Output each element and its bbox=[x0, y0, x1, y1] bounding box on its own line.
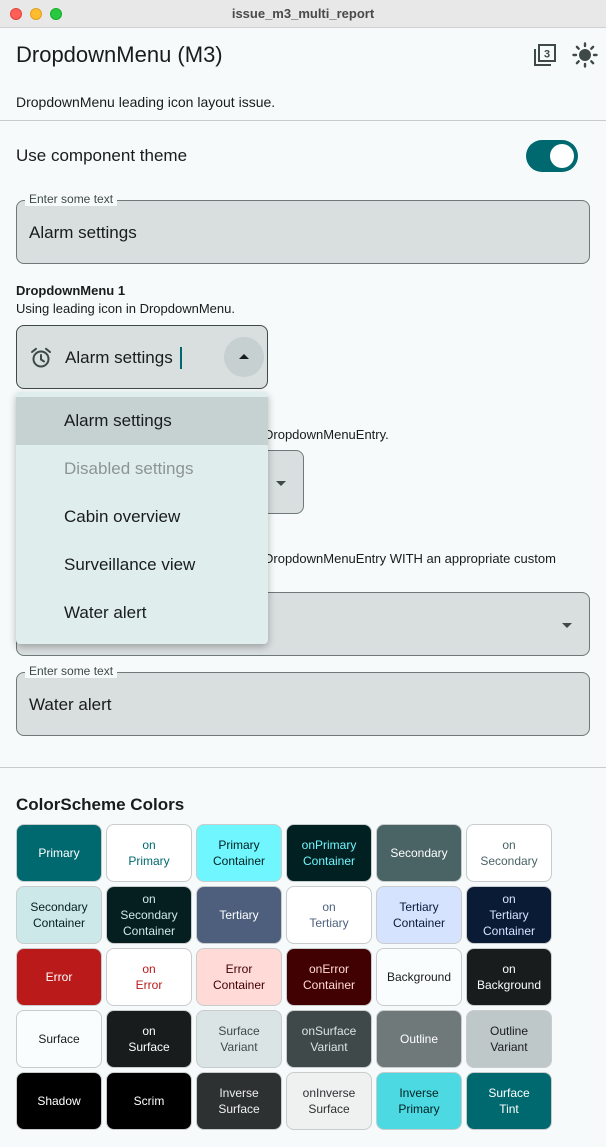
color-swatch: Surface bbox=[16, 1010, 102, 1068]
color-swatch: Secondary Container bbox=[16, 886, 102, 944]
page-title: DropdownMenu (M3) bbox=[16, 42, 223, 67]
color-scheme-title: ColorScheme Colors bbox=[16, 795, 185, 814]
dropdown-menu-1[interactable]: Alarm settings bbox=[16, 325, 268, 389]
page-subtitle: DropdownMenu leading icon layout issue. bbox=[16, 94, 276, 110]
color-swatch: onInverse Surface bbox=[286, 1072, 372, 1130]
color-swatch: onError Container bbox=[286, 948, 372, 1006]
arrow-drop-up-icon bbox=[239, 354, 249, 359]
color-swatch: on Background bbox=[466, 948, 552, 1006]
color-swatch: Scrim bbox=[106, 1072, 192, 1130]
color-swatch: on Tertiary bbox=[286, 886, 372, 944]
text-field-1-value: Alarm settings bbox=[29, 223, 137, 242]
dropdown2-description: DropdownMenuEntry. bbox=[264, 427, 389, 442]
menu-item-disabled-settings: Disabled settings bbox=[64, 459, 194, 478]
color-swatch: on Error bbox=[106, 948, 192, 1006]
alarm-icon bbox=[29, 346, 53, 370]
brightness-icon[interactable] bbox=[572, 42, 598, 68]
minimize-window-button[interactable] bbox=[30, 8, 42, 20]
text-field-2[interactable]: Enter some text Water alert bbox=[16, 664, 590, 736]
arrow-drop-down-icon bbox=[269, 471, 293, 495]
color-swatch: Primary bbox=[16, 824, 102, 882]
color-swatch: Tertiary Container bbox=[376, 886, 462, 944]
divider bbox=[0, 120, 606, 121]
use-component-theme-switch[interactable] bbox=[526, 140, 578, 172]
color-swatch: Outline bbox=[376, 1010, 462, 1068]
dropdown1-description: Using leading icon in DropdownMenu. bbox=[16, 301, 235, 316]
color-swatch: Shadow bbox=[16, 1072, 102, 1130]
filter-3-icon[interactable]: 3 bbox=[532, 42, 558, 68]
color-swatch: on Secondary Container bbox=[106, 886, 192, 944]
color-swatch: Outline Variant bbox=[466, 1010, 552, 1068]
menu-item-cabin-overview[interactable]: Cabin overview bbox=[64, 507, 181, 526]
switch-knob bbox=[550, 144, 574, 168]
window-titlebar: issue_m3_multi_report bbox=[0, 0, 606, 28]
zoom-window-button[interactable] bbox=[50, 8, 62, 20]
color-swatch: onSurface Variant bbox=[286, 1010, 372, 1068]
color-swatch: Error bbox=[16, 948, 102, 1006]
use-component-theme-label: Use component theme bbox=[16, 146, 188, 165]
color-swatch: Inverse Primary bbox=[376, 1072, 462, 1130]
dropdown1-title: DropdownMenu 1 bbox=[16, 283, 126, 298]
svg-text:3: 3 bbox=[544, 49, 550, 61]
color-swatch: Tertiary bbox=[196, 886, 282, 944]
dropdown-menu-1-popup: Alarm settings Disabled settings Cabin o… bbox=[16, 392, 268, 644]
divider bbox=[0, 767, 606, 768]
color-swatch: Surface Variant bbox=[196, 1010, 282, 1068]
arrow-drop-down-icon bbox=[555, 613, 579, 637]
color-swatch: Surface Tint bbox=[466, 1072, 552, 1130]
dropdown3-description: DropdownMenuEntry WITH an appropriate cu… bbox=[264, 551, 556, 566]
color-swatch: Background bbox=[376, 948, 462, 1006]
text-field-2-label: Enter some text bbox=[25, 664, 118, 678]
text-field-1-label: Enter some text bbox=[25, 192, 118, 206]
color-swatch: on Surface bbox=[106, 1010, 192, 1068]
color-swatch: on Secondary bbox=[466, 824, 552, 882]
text-caret bbox=[180, 347, 182, 369]
text-field-2-value: Water alert bbox=[29, 695, 112, 714]
text-field-1[interactable]: Enter some text Alarm settings bbox=[16, 192, 590, 264]
color-swatch: on Tertiary Container bbox=[466, 886, 552, 944]
color-swatch: Secondary bbox=[376, 824, 462, 882]
dropdown-menu-1-toggle[interactable] bbox=[224, 337, 264, 377]
color-swatch: Inverse Surface bbox=[196, 1072, 282, 1130]
close-window-button[interactable] bbox=[10, 8, 22, 20]
color-swatch: onPrimary Container bbox=[286, 824, 372, 882]
menu-item-surveillance-view[interactable]: Surveillance view bbox=[64, 555, 196, 574]
color-swatch: on Primary bbox=[106, 824, 192, 882]
dropdown-menu-1-value: Alarm settings bbox=[65, 348, 173, 367]
color-swatch: Primary Container bbox=[196, 824, 282, 882]
menu-item-alarm-settings[interactable]: Alarm settings bbox=[16, 397, 268, 445]
window-title: issue_m3_multi_report bbox=[231, 6, 375, 21]
color-swatch: Error Container bbox=[196, 948, 282, 1006]
menu-item-water-alert[interactable]: Water alert bbox=[64, 603, 147, 622]
